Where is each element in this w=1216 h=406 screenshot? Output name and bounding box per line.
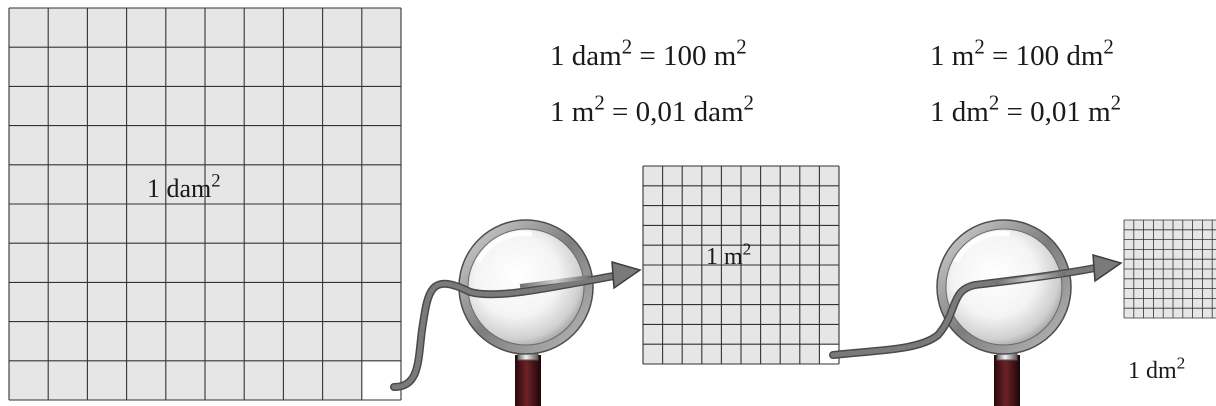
- curved-arrow-icon: [390, 260, 642, 391]
- formula-lhs: 1 m: [930, 40, 975, 72]
- formula-m-to-dm: 1 m2 = 100 dm2: [930, 36, 1114, 72]
- formula-rhs: = 0,01 dam: [604, 96, 744, 128]
- grid-label-m: 1 m2: [706, 240, 751, 270]
- grid-label-dam: 1 dam2: [147, 172, 221, 203]
- label-exponent: 2: [742, 239, 752, 259]
- grid-square-m: [642, 165, 840, 365]
- label-exponent: 2: [211, 170, 221, 192]
- formula-lhs: 1 dm: [930, 96, 989, 128]
- magnifying-glass-icon: [458, 219, 594, 406]
- label-text: 1 dam: [147, 174, 212, 203]
- formula-lhs: 1 dam: [550, 40, 622, 72]
- formula-exponent: 2: [1103, 34, 1114, 59]
- formula-exponent: 2: [743, 90, 754, 115]
- formula-rhs: = 0,01 m: [999, 96, 1111, 128]
- grid-square-dam: [8, 7, 402, 401]
- formula-exponent: 2: [1110, 90, 1122, 115]
- label-exponent: 2: [1176, 353, 1186, 373]
- grid-label-dm: 1 dm2: [1128, 354, 1185, 384]
- magnifying-glass-icon: [936, 219, 1072, 406]
- label-text: 1 dm: [1128, 358, 1177, 384]
- curved-arrow-icon: [829, 253, 1123, 359]
- grid-square-dm: [1123, 219, 1216, 319]
- formula-dam-to-m: 1 dam2 = 100 m2: [550, 36, 747, 72]
- formula-exponent: 2: [974, 34, 985, 59]
- formula-exponent: 2: [988, 90, 1000, 115]
- formula-rhs: = 100 m: [632, 40, 737, 72]
- formula-rhs: = 100 dm: [984, 40, 1104, 72]
- formula-exponent: 2: [621, 34, 633, 59]
- formula-lhs: 1 m: [550, 96, 595, 128]
- formula-m-to-dam: 1 m2 = 0,01 dam2: [550, 92, 754, 128]
- label-text: 1 m: [706, 244, 743, 270]
- formula-dm-to-m: 1 dm2 = 0,01 m2: [930, 92, 1121, 128]
- formula-exponent: 2: [594, 90, 605, 115]
- highlighted-unit-cell: [361, 360, 401, 400]
- formula-exponent: 2: [736, 34, 747, 59]
